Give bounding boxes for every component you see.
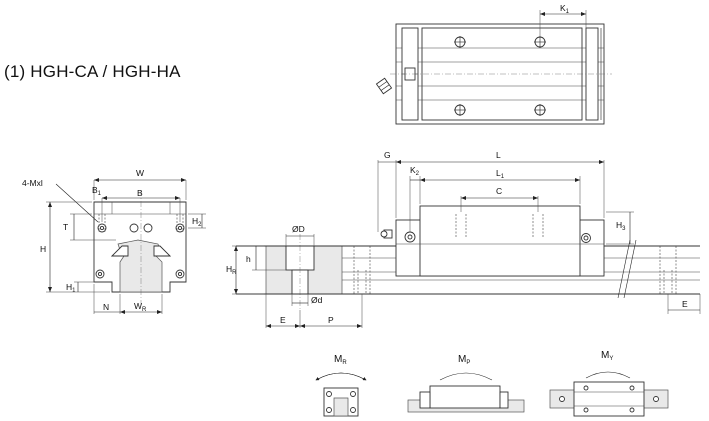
dim-label-k1: K1: [560, 3, 570, 15]
grease-fitting-icon: [375, 77, 393, 95]
dim-label-t: T: [63, 222, 68, 232]
dim-label-h1: H1: [66, 282, 76, 294]
dim-label-h2: H2: [192, 216, 202, 228]
dim-label-l: L: [496, 150, 501, 160]
dim-label-l1: L1: [496, 168, 505, 180]
moment-mp-icon: MP: [407, 354, 525, 413]
dim-label-p: P: [328, 315, 334, 325]
dim-label-h: H: [40, 244, 46, 254]
dim-label-e-left: E: [280, 315, 286, 325]
dim-label-h-small: h: [246, 254, 251, 264]
dim-label-b: B: [137, 188, 143, 198]
label-mr: MR: [334, 354, 347, 366]
dim-label-hr: HR: [226, 264, 237, 276]
label-my: MY: [601, 350, 613, 362]
top-view-mounting-holes: [454, 36, 546, 116]
dim-label-w: W: [136, 168, 144, 178]
moment-mr-icon: MR: [315, 354, 367, 417]
dim-label-e-right: E: [682, 299, 688, 309]
label-4-mxl: 4-Mxl: [22, 178, 43, 188]
dim-label-h3: H3: [616, 220, 626, 232]
rail-holes: [353, 246, 677, 294]
side-grease-nipple-icon: [380, 229, 393, 239]
dim-label-n: N: [103, 302, 109, 312]
front-view-bolts: [95, 214, 185, 279]
dim-label-b1: B1: [92, 185, 102, 197]
dim-label-od-big: ØD: [292, 224, 305, 234]
page-title: (1) HGH-CA / HGH-HA: [4, 62, 181, 81]
dim-label-wr: WR: [134, 301, 147, 313]
side-view: HR h ØD Ød E P G L: [226, 150, 701, 328]
dim-label-g: G: [384, 150, 391, 160]
dim-label-k2: K2: [410, 165, 420, 177]
side-view-block-body: [419, 205, 581, 277]
label-mp: MP: [458, 354, 470, 366]
dim-label-od-small: Ød: [311, 295, 323, 305]
top-view: K1: [375, 3, 612, 125]
dim-label-c: C: [496, 186, 502, 196]
moment-my-icon: MY: [549, 350, 669, 417]
front-view: W B B1 4-Mxl H T H2 H1: [22, 168, 206, 314]
